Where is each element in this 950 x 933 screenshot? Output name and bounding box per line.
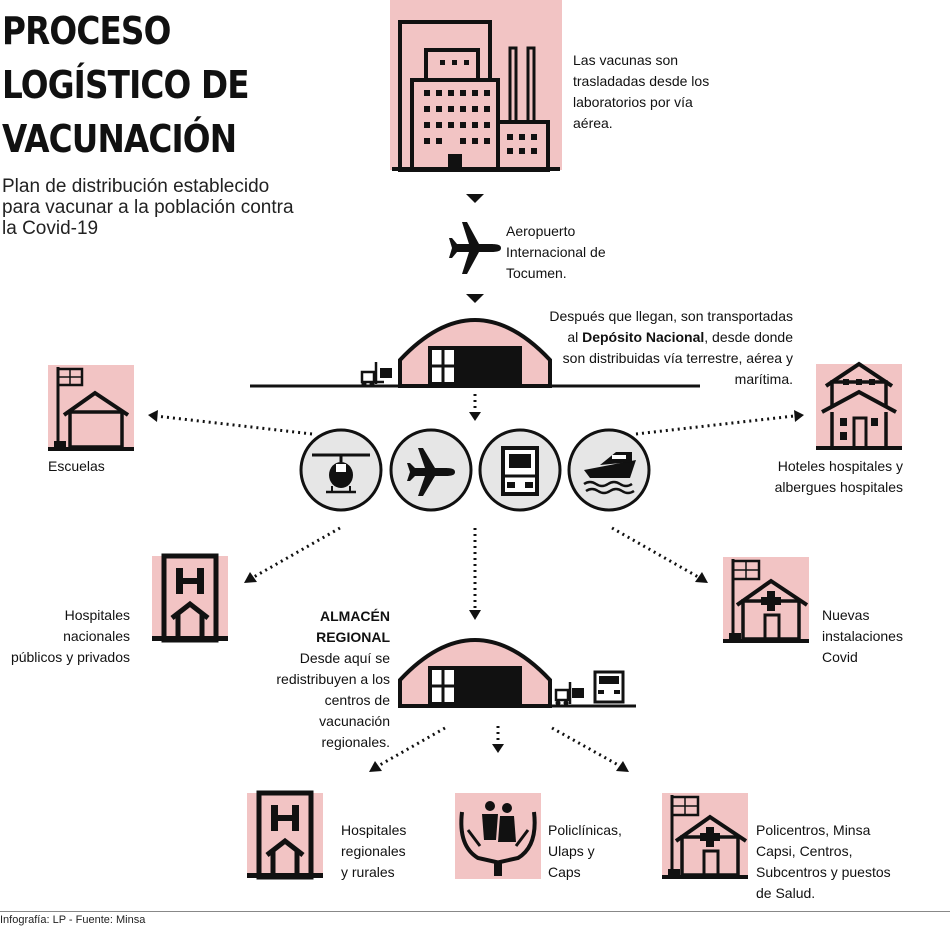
national-depot-icon <box>250 318 700 388</box>
health-center-icon <box>662 793 748 879</box>
dotted-arrows-regional <box>369 724 629 772</box>
regional-hospitals-label: Hospitales regionales y rurales <box>341 822 407 880</box>
polyclinic-icon <box>455 793 541 879</box>
national-hospital-icon <box>152 556 228 641</box>
footer-divider <box>0 911 950 912</box>
regional-text: Desde aquí se redistribuyen a los centro… <box>276 650 390 750</box>
arrow-down-2 <box>466 294 484 303</box>
hotels-label: Hoteles hospitales y albergues hospitale… <box>774 458 903 495</box>
truck-icon <box>478 428 562 512</box>
title-line-3: VACUNACIÓN <box>2 117 237 161</box>
arrow-down-1 <box>466 194 484 203</box>
title-line-1: PROCESO <box>2 9 171 53</box>
infographic-subtitle: Plan de distribución establecido para va… <box>2 176 294 239</box>
van-icon <box>593 670 625 704</box>
regional-caption: ALMACÉN REGIONAL Desde aquí se redistrib… <box>262 606 390 753</box>
schools-label: Escuelas <box>48 458 105 474</box>
regional-heading: ALMACÉN REGIONAL <box>316 608 390 645</box>
national-hospitals-label: Hospitales nacionales públicos y privado… <box>10 607 130 665</box>
hotel-icon <box>816 361 902 450</box>
dotted-arrows-depot <box>148 392 804 436</box>
health-centers-label: Policentros, Minsa Capsi, Centros, Subce… <box>756 822 891 901</box>
helicopter-icon <box>299 428 383 512</box>
infographic-title: PROCESO LOGÍSTICO DE VACUNACIÓN <box>2 4 286 166</box>
regional-hospital-icon <box>247 793 323 878</box>
depot-caption-post: , desde donde son distribuidas vía terre… <box>562 329 793 387</box>
depot-caption: Después que llegan, son transportadas al… <box>548 306 793 390</box>
covid-facility-icon <box>723 557 809 643</box>
polyclinics-label: Policlínicas, Ulaps y Caps <box>548 822 622 880</box>
depot-caption-pre: Después que llegan, son transportadas al <box>549 308 793 345</box>
ship-icon <box>567 428 651 512</box>
school-icon <box>46 363 136 453</box>
footer-credit: Infografía: LP - Fuente: Minsa <box>0 914 146 926</box>
regional-warehouse-icon <box>398 638 636 708</box>
factory-caption: Las vacunas son trasladadas desde los la… <box>573 52 710 131</box>
new-covid-label: Nuevas instalaciones Covid <box>822 607 903 665</box>
forklift-icon <box>360 362 392 387</box>
dotted-arrows-transport <box>244 526 708 620</box>
depot-caption-bold: Depósito Nacional <box>582 329 705 345</box>
airport-caption: Aeropuerto Internacional de Tocumen. <box>506 223 606 281</box>
title-line-2: LOGÍSTICO DE <box>2 63 250 107</box>
airplane-icon <box>449 222 501 274</box>
forklift-icon <box>554 682 584 706</box>
factory-icon <box>390 0 562 172</box>
airplane-circle-icon <box>389 428 473 512</box>
